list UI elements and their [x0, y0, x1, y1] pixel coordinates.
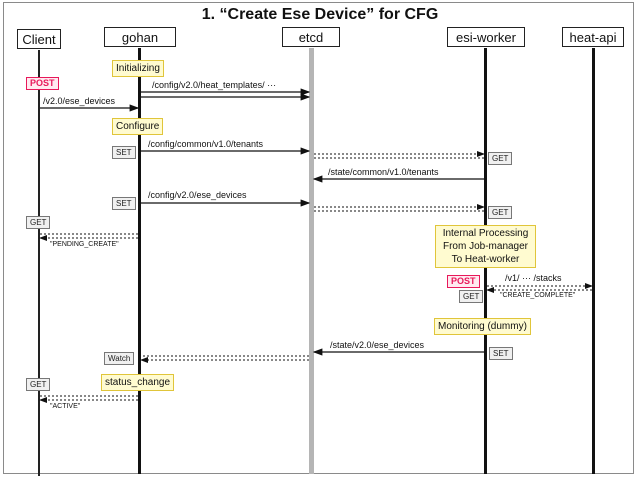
tag-get-client-2: GET [26, 378, 51, 391]
note-configure: Configure [112, 118, 164, 135]
note-status-change: status_change [101, 374, 175, 391]
lifeline-etcd [309, 48, 314, 474]
tag-set-state: SET [489, 347, 513, 360]
tag-get-tenants: GET [488, 152, 513, 165]
label-ese-devices-config: /config/v2.0/ese_devices [148, 190, 247, 200]
diagram-title: 1. “Create Ese Device” for CFG [201, 6, 439, 23]
tag-watch: Watch [104, 352, 135, 365]
tag-get-ese-devices: GET [488, 206, 513, 219]
note-monitoring: Monitoring (dummy) [434, 318, 531, 335]
tag-set-tenants: SET [112, 146, 136, 159]
lifeline-gohan [138, 48, 141, 474]
note-initializing: Initializing [112, 60, 164, 77]
label-tenants-state: /state/common/v1.0/tenants [328, 167, 439, 177]
note-internal-processing: Internal Processing From Job-manager To … [435, 225, 536, 268]
actor-gohan: gohan [104, 27, 176, 47]
actor-esi-worker: esi-worker [447, 27, 525, 47]
label-tenants-config: /config/common/v1.0/tenants [148, 139, 264, 149]
tag-post-client: POST [26, 77, 59, 90]
lifeline-heat-api [592, 48, 595, 474]
actor-client: Client [17, 29, 61, 49]
label-create-complete: "CREATE_COMPLETE" [500, 292, 576, 299]
label-pending-create: "PENDING_CREATE" [50, 241, 119, 248]
actor-heat-api: heat-api [562, 27, 624, 47]
tag-set-ese-devices: SET [112, 197, 136, 210]
tag-get-heat: GET [459, 290, 484, 303]
lifeline-client [38, 50, 40, 476]
tag-get-client-1: GET [26, 216, 51, 229]
label-ese-devices-post: /v2.0/ese_devices [43, 96, 116, 106]
label-active: "ACTIVE" [50, 403, 81, 410]
label-stacks: /v1/ ··· /stacks [505, 273, 562, 283]
diagram-frame [3, 2, 634, 474]
label-ese-devices-state: /state/v2.0/ese_devices [330, 340, 425, 350]
actor-etcd: etcd [282, 27, 340, 47]
tag-post-heat: POST [447, 275, 480, 288]
label-heat-templates: /config/v2.0/heat_templates/ ··· [152, 80, 277, 90]
